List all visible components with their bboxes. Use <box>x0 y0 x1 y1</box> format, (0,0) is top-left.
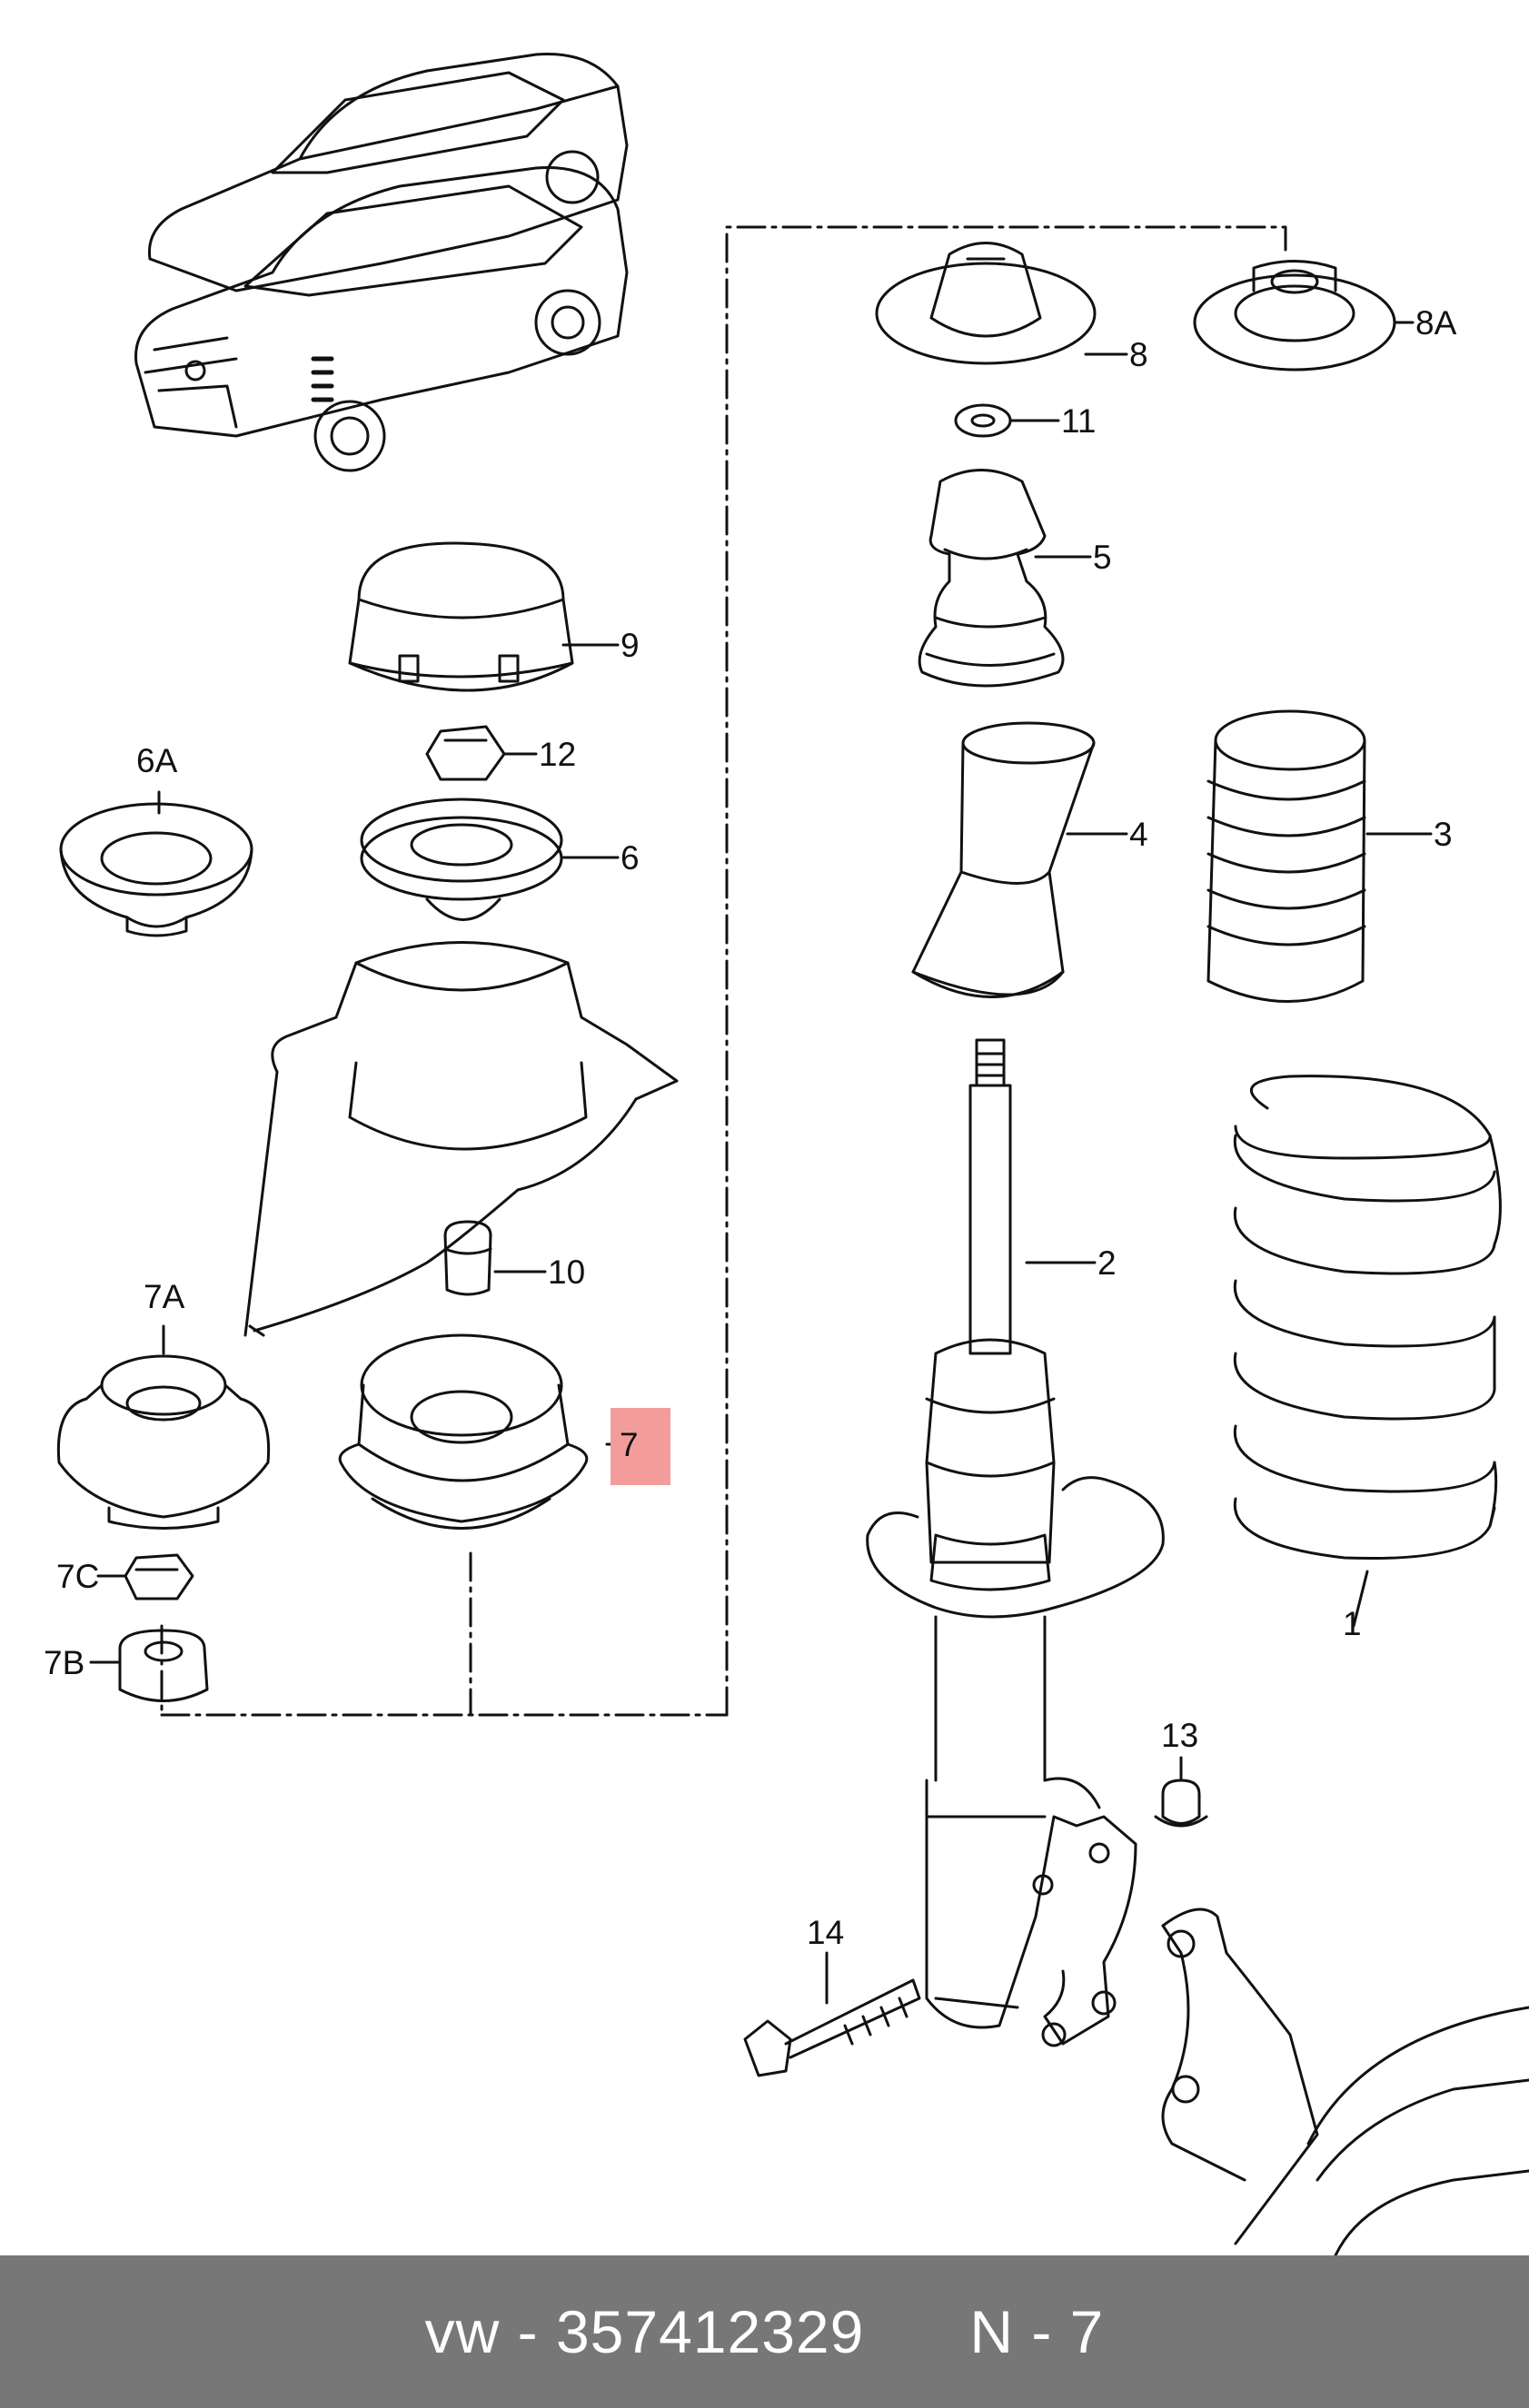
leader-line <box>1352 1570 1369 1628</box>
dust-tube-part-4 <box>911 721 1096 998</box>
exploded-parts-diagram: 1 2 3 4 5 6 6A 7 7A 7B 7C 8 8A 9 10 11 1… <box>44 52 1529 2255</box>
strut-mount-part-7a <box>56 1354 271 1530</box>
car-illustration <box>134 52 629 472</box>
nut-part-7c <box>124 1553 194 1600</box>
washer-part-11 <box>954 403 1012 438</box>
callout-3: 3 <box>1434 816 1453 853</box>
callout-2: 2 <box>1097 1244 1117 1282</box>
bearing-part-6 <box>360 798 563 921</box>
callout-8: 8 <box>1129 336 1148 373</box>
callout-7c: 7C <box>56 1558 99 1595</box>
nut-part-12 <box>425 725 506 781</box>
body-panel <box>243 941 679 1337</box>
brand-label: vw <box>424 2298 501 2365</box>
strut-mount-part-7 <box>338 1333 589 1530</box>
callout-5: 5 <box>1093 539 1112 576</box>
callout-1: 1 <box>1343 1605 1362 1642</box>
assembly-frame-line <box>725 225 1287 1717</box>
coil-spring-part-1 <box>1233 1075 1502 1561</box>
assembly-frame-line <box>160 1551 729 1717</box>
washer-part-7b <box>118 1629 209 1702</box>
callout-7: 7 <box>620 1426 639 1463</box>
part-number: 357412329 <box>555 2298 865 2365</box>
bolt-part-14 <box>743 1978 921 2077</box>
bump-stop-part-5 <box>918 469 1065 688</box>
callout-6: 6 <box>621 839 640 877</box>
callout-7a: 7A <box>144 1278 185 1315</box>
callout-14: 14 <box>807 1914 844 1951</box>
callout-4: 4 <box>1129 816 1148 853</box>
cap-part-9 <box>348 541 574 692</box>
footer-caption: vw - 357412329 N - 7 <box>425 2297 1105 2366</box>
callout-12: 12 <box>539 736 576 773</box>
steering-knuckle <box>1161 1908 1529 2255</box>
top-mount-part-8 <box>875 242 1097 365</box>
callout-11: 11 <box>1061 402 1096 440</box>
position-label: N - 7 <box>969 2298 1105 2365</box>
callout-7-highlight <box>611 1408 670 1485</box>
callout-9: 9 <box>621 627 640 664</box>
part-number-footer: vw - 357412329 N - 7 <box>0 2255 1529 2408</box>
callout-6a: 6A <box>136 742 178 779</box>
top-mount-part-8a <box>1193 260 1396 372</box>
clip-part-10 <box>443 1220 492 1296</box>
footer-separator: - <box>500 2298 556 2365</box>
callout-13: 13 <box>1161 1717 1198 1754</box>
callout-8a: 8A <box>1415 304 1457 342</box>
callout-10: 10 <box>548 1254 585 1291</box>
callout-7b: 7B <box>44 1644 84 1681</box>
shock-absorber-part-2 <box>866 1038 1165 2047</box>
bearing-part-6a <box>59 802 253 937</box>
bellows-part-3 <box>1206 709 1366 1003</box>
flange-nut-part-13 <box>1161 1779 1201 1825</box>
